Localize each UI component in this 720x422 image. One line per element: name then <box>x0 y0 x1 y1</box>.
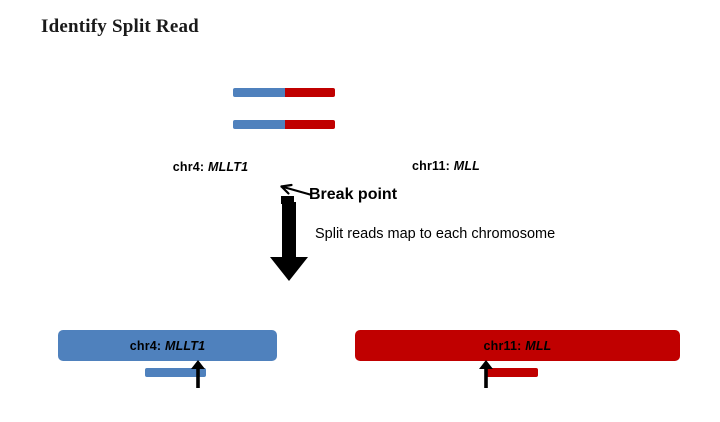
mapped-read-chr11 <box>485 368 538 377</box>
fusion-chr11-prefix: chr11: <box>412 159 454 173</box>
chr11-prefix: chr11: <box>483 338 526 353</box>
page-title: Identify Split Read <box>41 16 199 37</box>
chromosome-chr11-label: chr11: MLL <box>484 339 552 353</box>
split-read-2-blue-segment <box>233 120 285 129</box>
chr11-gene: MLL <box>525 338 552 353</box>
split-read-1-blue-segment <box>233 88 285 97</box>
mapped-read-chr4 <box>145 368 206 377</box>
split-read-1-red-segment <box>285 88 335 97</box>
chromosome-bar-chr4: chr4: MLLT1 <box>58 330 277 361</box>
fusion-chr4-prefix: chr4: <box>172 159 208 174</box>
chr4-gene: MLLT1 <box>164 338 206 353</box>
breakpoint-marker <box>281 196 294 204</box>
down-arrow-icon <box>270 202 308 281</box>
split-reads-caption: Split reads map to each chromosome <box>315 226 556 242</box>
breakpoint-label: Break point <box>309 186 398 203</box>
fusion-bar-chr4-label: chr4: MLLT1 <box>173 160 249 174</box>
chromosome-chr4-label: chr4: MLLT1 <box>130 339 206 353</box>
fusion-bar-chr11-segment: chr11: MLL <box>284 149 608 183</box>
up-arrow-right-icon <box>479 360 493 388</box>
up-arrow-left-icon <box>191 360 205 388</box>
fusion-chr4-gene: MLLT1 <box>207 159 249 174</box>
breakpoint-arrow-icon <box>280 183 312 196</box>
chromosome-bar-chr11: chr11: MLL <box>355 330 680 361</box>
fusion-chr11-gene: MLL <box>453 159 480 173</box>
split-read-2-red-segment <box>285 120 335 129</box>
fusion-bar-chr4-segment: chr4: MLLT1 <box>137 151 284 182</box>
fusion-bar-chr11-label: chr11: MLL <box>412 159 480 173</box>
chr4-prefix: chr4: <box>129 338 165 353</box>
